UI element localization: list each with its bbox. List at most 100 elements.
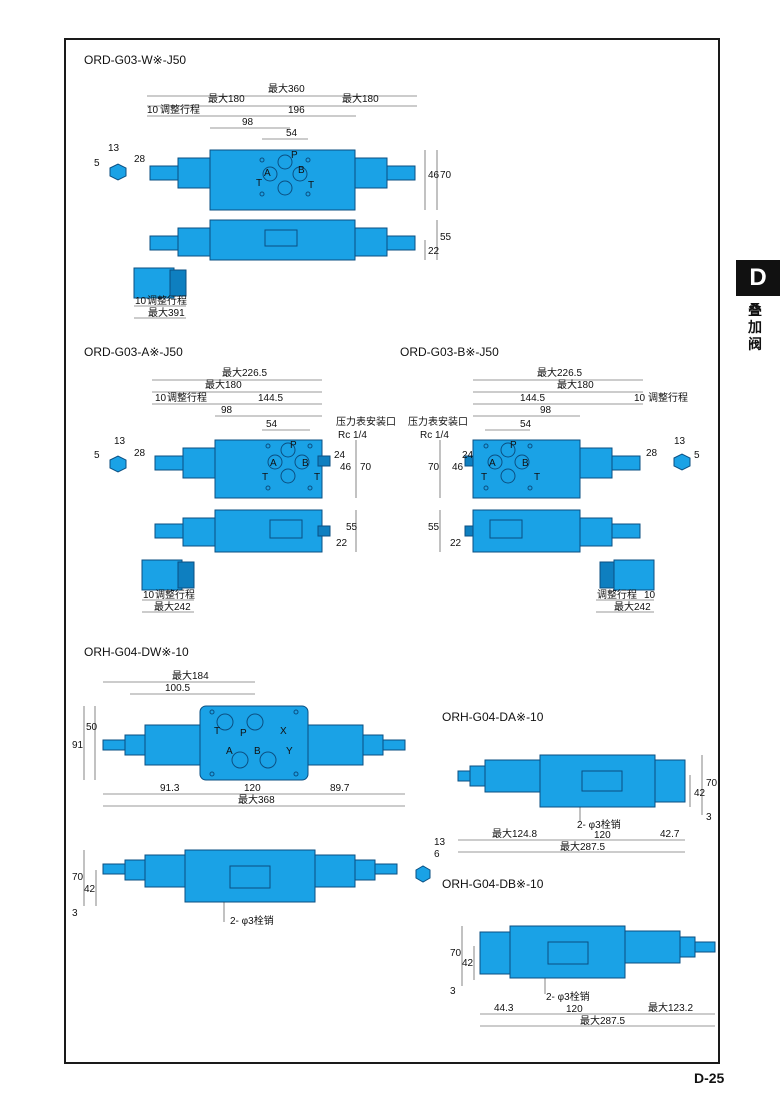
dim-label: 最大242 (154, 600, 191, 613)
dim-label: 50 (86, 722, 98, 733)
dim-label: 3 (72, 908, 78, 919)
dim-label: 54 (286, 128, 298, 139)
drawing-ord-g03-w: ORD-G03-W※-J50 最大360 最大180 最大180 10 调整行程… (84, 53, 452, 319)
dim-label: 28 (646, 448, 658, 459)
dim-label: 70 (428, 462, 440, 473)
dim-label: 最大180 (342, 92, 379, 105)
dim-label: 13 (108, 143, 120, 154)
dim-label: 44.3 (494, 1003, 514, 1014)
dim-label: 10 (155, 393, 167, 404)
dim-label: 最大287.5 (560, 840, 605, 853)
drawing-title: ORD-G03-W※-J50 (84, 53, 186, 67)
dim-label: 10 (147, 105, 159, 116)
dim-label: 89.7 (330, 783, 350, 794)
dim-label: 98 (540, 405, 552, 416)
port-label: P (240, 728, 247, 739)
dim-label: 42 (694, 788, 706, 799)
dim-label: 70 (360, 462, 372, 473)
dim-label: 10 (135, 296, 147, 307)
port-label: A (270, 458, 277, 469)
dim-label: 调整行程 (160, 103, 200, 116)
dim-label: 13 (114, 436, 126, 447)
dim-label: 22 (336, 538, 348, 549)
dim-label: 42 (462, 958, 474, 969)
dim-label: 120 (566, 1004, 583, 1015)
dim-label: 调整行程 (155, 588, 195, 601)
section-tab: D (736, 260, 780, 296)
drawing-title: ORD-G03-A※-J50 (84, 345, 183, 359)
dim-label: 5 (94, 450, 100, 461)
dim-label: 调整行程 (597, 588, 637, 601)
port-label: A (264, 168, 271, 179)
dim-label: 压力表安装口 (408, 415, 468, 428)
dim-label: 144.5 (520, 393, 545, 404)
dim-label: 24 (462, 450, 474, 461)
port-label: T (534, 472, 540, 483)
dim-label: 5 (694, 450, 700, 461)
dim-label: 91 (72, 740, 84, 751)
port-label: B (302, 458, 309, 469)
dim-label: 调整行程 (648, 391, 688, 404)
drawing-title: ORH-G04-DB※-10 (442, 877, 544, 891)
dim-label: 91.3 (160, 783, 180, 794)
port-label: X (280, 726, 287, 737)
port-label: B (254, 746, 261, 757)
port-label: B (522, 458, 529, 469)
dim-label: 144.5 (258, 393, 283, 404)
dim-label: 最大287.5 (580, 1014, 625, 1027)
dim-label: 120 (244, 783, 261, 794)
dim-label: 最大368 (238, 793, 275, 806)
page-number: D-25 (694, 1070, 725, 1086)
dim-label: 28 (134, 448, 146, 459)
page-frame (64, 38, 720, 1064)
port-label: P (510, 440, 517, 451)
dim-label: 70 (440, 170, 452, 181)
drawing-title: ORH-G04-DW※-10 (84, 645, 189, 659)
port-label: T (256, 178, 262, 189)
dim-label: 100.5 (165, 683, 190, 694)
dim-label: 3 (706, 812, 712, 823)
dim-label: 42.7 (660, 829, 680, 840)
dim-label: 压力表安装口 (336, 415, 396, 428)
dim-label: 24 (334, 450, 346, 461)
dim-label: Rc 1/4 (420, 430, 449, 441)
dim-label: 最大360 (268, 82, 305, 95)
dim-label: 55 (440, 232, 452, 243)
drawing-title: ORH-G04-DA※-10 (442, 710, 544, 724)
drawing-ord-g03-a: ORD-G03-A※-J50 最大226.5 最大180 10 调整行程 144… (84, 345, 396, 613)
dim-label: 70 (72, 872, 84, 883)
drawing-orh-g04-da: ORH-G04-DA※-10 70 42 3 2- φ3栓销 最大124.8 1… (442, 710, 718, 853)
dim-label: 22 (428, 246, 440, 257)
dim-label: 最大180 (557, 378, 594, 391)
dim-label: 最大226.5 (537, 366, 582, 379)
dim-label: 调整行程 (167, 391, 207, 404)
port-label: A (226, 746, 233, 757)
dim-label: 3 (450, 986, 456, 997)
dim-label: 120 (594, 830, 611, 841)
dim-label: 54 (266, 419, 278, 430)
dim-label: 55 (428, 522, 440, 533)
dim-label: 13 (434, 837, 446, 848)
dim-label: 10 (634, 393, 646, 404)
port-label: T (308, 180, 314, 191)
dim-label: 13 (674, 436, 686, 447)
dim-label: 2- φ3栓销 (546, 990, 590, 1003)
port-label: T (314, 472, 320, 483)
drawing-orh-g04-db: ORH-G04-DB※-10 70 42 3 2- φ3栓销 44.3 120 … (442, 877, 716, 1027)
dim-label: 22 (450, 538, 462, 549)
dim-label: 最大391 (148, 306, 185, 319)
drawing-orh-g04-dw: ORH-G04-DW※-10 最大184 100.5 50 91 T P X A… (72, 645, 446, 927)
dim-label: 6 (434, 849, 440, 860)
dim-label: 最大123.2 (648, 1001, 693, 1014)
dim-label: 46 (452, 462, 464, 473)
dim-label: 最大180 (208, 92, 245, 105)
dim-label: 2- φ3栓销 (230, 914, 274, 927)
port-label: B (298, 165, 305, 176)
dim-label: 最大184 (172, 669, 209, 682)
port-label: T (481, 472, 487, 483)
port-label: T (262, 472, 268, 483)
dim-label: 10 (644, 590, 656, 601)
dim-label: 最大180 (205, 378, 242, 391)
dim-label: 10 (143, 590, 155, 601)
